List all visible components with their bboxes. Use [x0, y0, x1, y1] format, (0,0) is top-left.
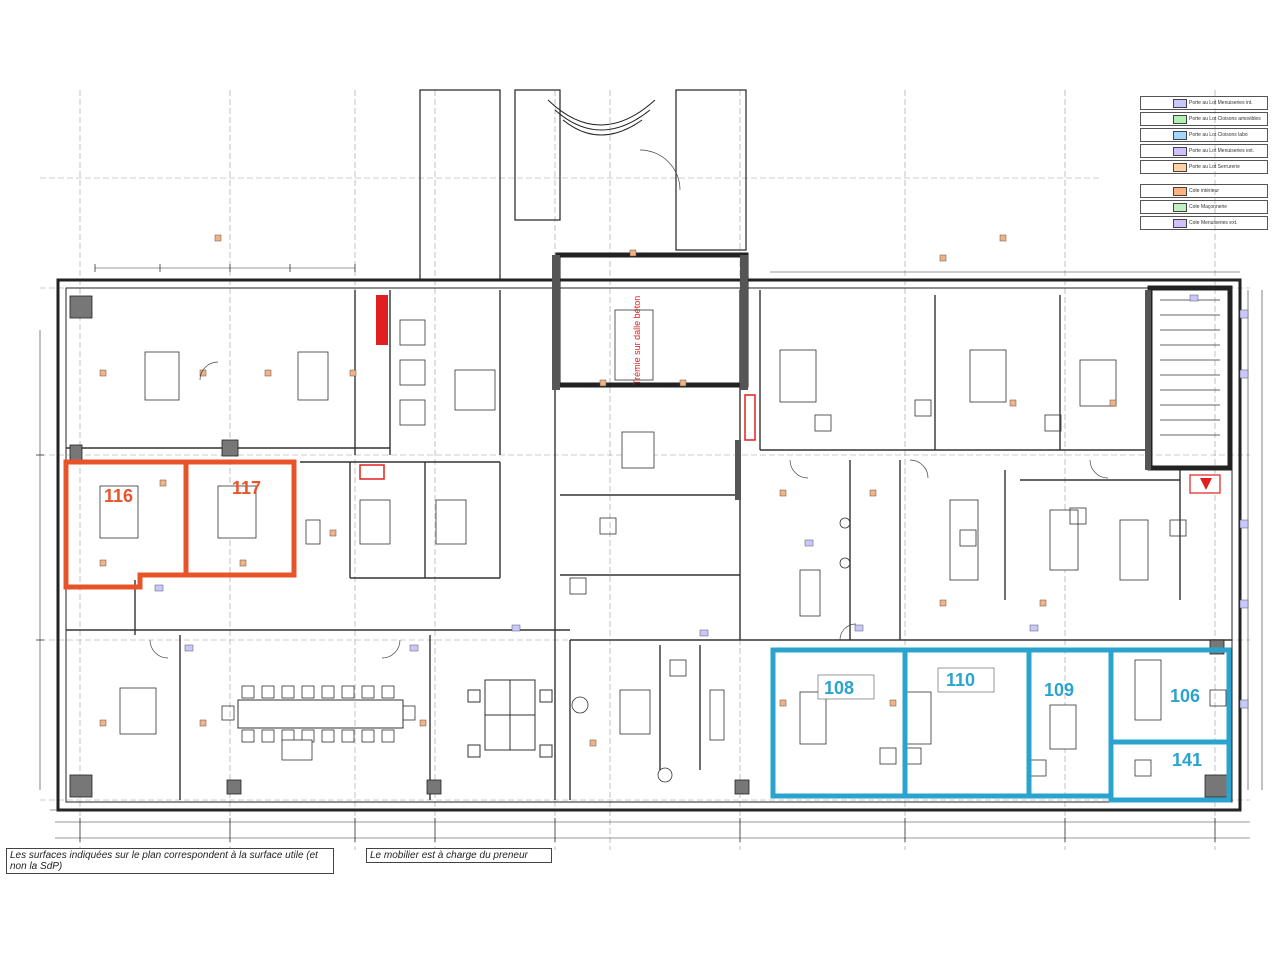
- room-117-outline[interactable]: [183, 459, 297, 578]
- mobilier-note-text: Le mobilier est à charge du preneur: [370, 850, 528, 861]
- legend-label: Cote Menuiseries ext.: [1189, 220, 1238, 226]
- legend-swatch: [1173, 131, 1187, 140]
- surfaces-note: Les surfaces indiquées sur le plan corre…: [6, 848, 334, 874]
- highlight-blue: [770, 647, 1232, 803]
- tremie-note: Trémie sur dalle béton: [632, 296, 642, 385]
- room-108-outline[interactable]: [770, 647, 908, 799]
- meeting-table: [221, 685, 416, 743]
- fixtures: [399, 319, 1227, 783]
- columns: [69, 295, 1228, 798]
- legend-swatch: [1173, 187, 1187, 196]
- legend-label: Cote Maçonnerie: [1189, 204, 1228, 210]
- hatched-walls: [552, 255, 1151, 500]
- legend-item: Porte au Lot Cloisons amovibles: [1140, 112, 1268, 126]
- room-label-106: 106: [1170, 686, 1201, 706]
- surfaces-note-text: Les surfaces indiquées sur le plan corre…: [10, 850, 318, 872]
- desks: [467, 679, 553, 758]
- red-accents: [359, 295, 1221, 494]
- stairs: [1160, 299, 1220, 436]
- room-label-110: 110: [946, 670, 976, 690]
- room-label-108: 108: [824, 678, 855, 698]
- legend-item: Cote Maçonnerie: [1140, 200, 1268, 214]
- legend-item: Cote intérieur: [1140, 184, 1268, 198]
- legend-item: Porte au Lot Menuiseries ext.: [1140, 144, 1268, 158]
- room-tag-boxes: [99, 309, 1162, 761]
- legend-item: Porte au Lot Cloisons labo: [1140, 128, 1268, 142]
- legend-label: Cote intérieur: [1189, 188, 1220, 194]
- legend-swatch: [1173, 219, 1187, 228]
- label-backgrounds: [817, 667, 995, 700]
- legend-item: Porte au Lot Menuiseries int.: [1140, 96, 1268, 110]
- legend-item: Cote Menuiseries ext.: [1140, 216, 1268, 230]
- room-label-117: 117: [232, 478, 262, 498]
- legend-label: Porte au Lot Cloisons amovibles: [1189, 116, 1261, 122]
- auditorium-seats: [547, 99, 656, 136]
- door-markers-blue: [154, 294, 1249, 709]
- interior-walls: [66, 290, 1232, 800]
- room-label-109: 109: [1044, 680, 1075, 700]
- legend-label: Porte au Lot Serrurerie: [1189, 164, 1240, 170]
- legend-swatch: [1173, 147, 1187, 156]
- legend-swatch: [1173, 203, 1187, 212]
- legend-swatch: [1173, 163, 1187, 172]
- legend-swatch: [1173, 115, 1187, 124]
- legend-swatch: [1173, 99, 1187, 108]
- room-label-116: 116: [104, 486, 134, 506]
- room-141-outline[interactable]: [1108, 739, 1232, 803]
- door-markers: [99, 234, 1117, 747]
- highlight-orange: [63, 459, 297, 590]
- dimension-ticks: [36, 264, 1216, 842]
- legend-label: Porte au Lot Menuiseries int.: [1189, 100, 1253, 106]
- legend-label: Porte au Lot Cloisons labo: [1189, 132, 1248, 138]
- door-swings: [149, 149, 1109, 659]
- room-label-141: 141: [1172, 750, 1203, 770]
- legend-item: Porte au Lot Serrurerie: [1140, 160, 1268, 174]
- mobilier-note: Le mobilier est à charge du preneur: [366, 848, 552, 863]
- legend-label: Porte au Lot Menuiseries ext.: [1189, 148, 1255, 154]
